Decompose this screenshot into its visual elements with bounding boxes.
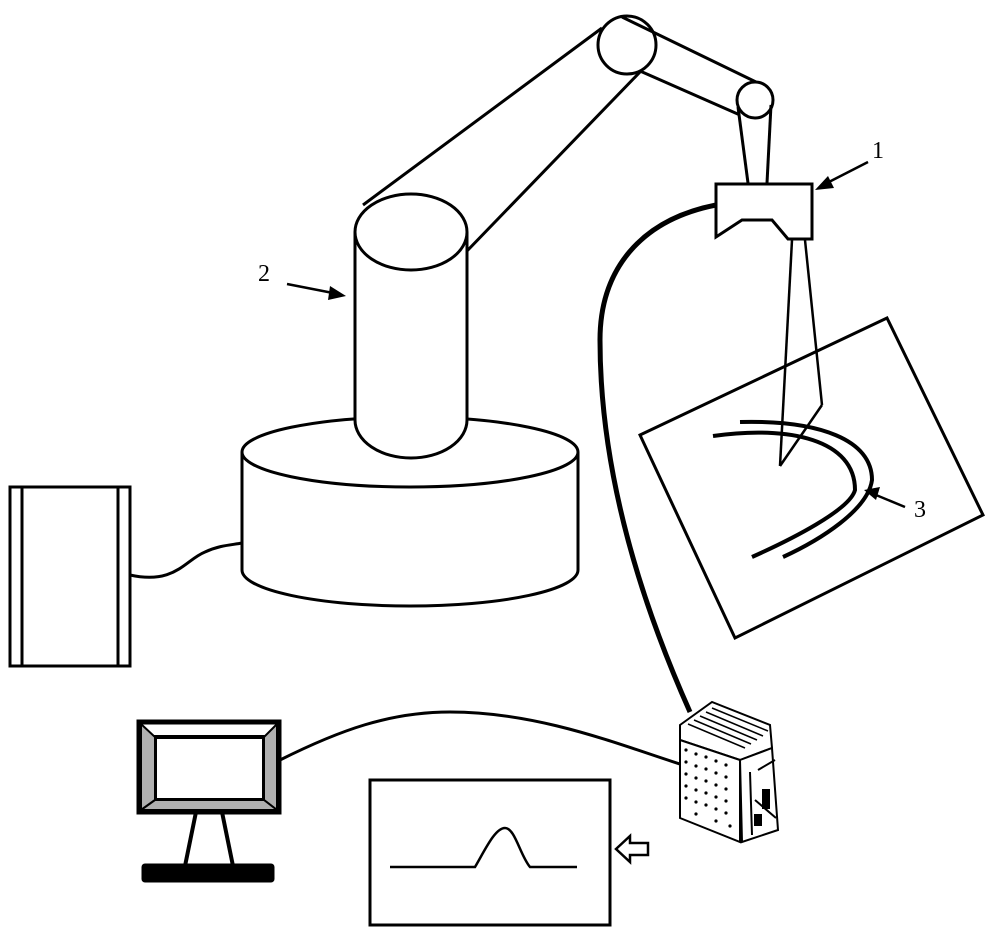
label-2: 2 bbox=[258, 261, 270, 287]
robot-controller-cabinet bbox=[10, 487, 130, 666]
weld-seam-edge bbox=[740, 422, 872, 557]
elbow-joint bbox=[598, 16, 656, 74]
label-3: 3 bbox=[914, 497, 926, 523]
fiber-cable bbox=[600, 205, 716, 712]
laser-sensor-controller bbox=[680, 702, 778, 842]
cabinet-cable bbox=[130, 543, 242, 577]
weld-seam-edge bbox=[713, 433, 855, 557]
laser-sensor bbox=[716, 184, 812, 239]
robot-column bbox=[355, 194, 467, 458]
computer-monitor bbox=[139, 722, 279, 881]
hollow-arrow-left-icon bbox=[616, 836, 648, 862]
signal-display bbox=[370, 780, 610, 925]
wrist-joint bbox=[737, 82, 773, 118]
data-cable bbox=[280, 712, 683, 765]
label-1: 1 bbox=[872, 138, 884, 164]
workpiece-plate bbox=[640, 318, 983, 638]
laser-beam bbox=[805, 240, 822, 405]
